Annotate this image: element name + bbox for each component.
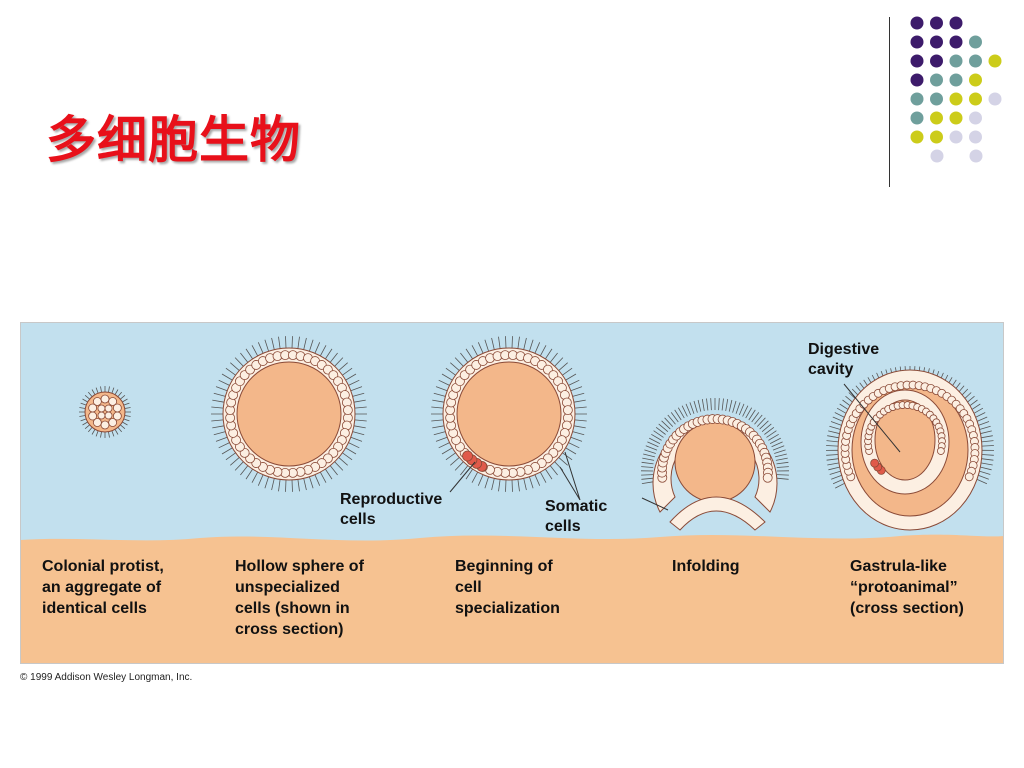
decor-dot — [910, 54, 924, 68]
decor-dot — [949, 16, 963, 30]
decor-dot — [988, 92, 1002, 106]
cilia — [79, 386, 131, 438]
figure-frame — [20, 322, 1004, 664]
cilia — [431, 336, 587, 492]
decor-dot — [910, 92, 924, 106]
cell — [108, 397, 118, 406]
decor-dot — [949, 111, 963, 125]
cell — [870, 458, 880, 468]
cell — [92, 418, 102, 427]
pointer-line — [641, 497, 669, 511]
stage-label-infolding: Infolding — [672, 558, 740, 575]
cell — [88, 403, 98, 413]
sand-ground — [20, 534, 1004, 664]
decor-dot — [930, 16, 943, 30]
decor-dot — [969, 73, 982, 87]
cilia — [640, 398, 790, 484]
decor-dot — [969, 149, 983, 163]
decor-dot — [930, 92, 943, 106]
callout-somatic-cells: Somatic cells — [545, 498, 608, 535]
decor-dot — [988, 54, 1002, 68]
cell — [112, 403, 122, 413]
decor-dot — [930, 73, 943, 87]
decor-dot — [949, 92, 963, 106]
decor-dot — [930, 149, 944, 163]
decor-dot — [949, 73, 963, 87]
decor-dot — [969, 111, 982, 125]
decor-dot — [910, 35, 924, 49]
decor-dot — [910, 130, 924, 144]
stage-label-cell-specialization: Beginning of cell specialization — [455, 558, 560, 617]
decor-dot — [949, 130, 963, 144]
decor-dot — [930, 111, 943, 125]
cilia — [211, 336, 367, 492]
cell — [92, 397, 102, 406]
cell — [964, 472, 974, 482]
decor-dot — [969, 54, 982, 68]
cell — [104, 404, 113, 413]
decor-dot — [910, 73, 924, 87]
decor-dot — [969, 130, 982, 144]
cell — [762, 472, 773, 483]
decor-dot — [949, 54, 963, 68]
decor-dot — [930, 35, 943, 49]
decor-dot — [930, 130, 943, 144]
cell — [97, 411, 106, 420]
cell — [100, 394, 110, 404]
decor-dot — [910, 111, 924, 125]
cell — [88, 411, 98, 421]
decorative-dot-grid — [910, 16, 1002, 163]
callout-reproductive-cells: Reproductive cells — [340, 491, 443, 528]
cell — [936, 447, 945, 455]
callout-digestive-cavity: Digestive cavity — [808, 341, 880, 378]
stage-label-gastrula: Gastrula-like “protoanimal” (cross secti… — [850, 558, 964, 617]
cell — [104, 411, 113, 420]
cell — [108, 418, 118, 427]
copyright-notice: © 1999 Addison Wesley Longman, Inc. — [20, 672, 193, 683]
organism-drawings — [20, 322, 1004, 664]
decor-dot — [910, 16, 924, 30]
stage-label-hollow-sphere: Hollow sphere of unspecialized cells (sh… — [235, 558, 364, 638]
sphere-interior — [236, 361, 342, 467]
pointer-line — [843, 383, 901, 453]
cell — [342, 405, 353, 416]
multicellular-evolution-figure: Colonial protist, an aggregate of identi… — [20, 322, 1004, 664]
cell — [562, 405, 573, 416]
decor-dot — [969, 35, 982, 49]
cell — [100, 420, 110, 430]
stage-label-colonial-protist: Colonial protist, an aggregate of identi… — [42, 558, 164, 617]
infolding-layer — [669, 496, 766, 531]
decor-dot — [969, 92, 982, 106]
corner-divider-line — [889, 17, 890, 187]
slide-title: 多细胞生物 — [46, 111, 301, 169]
cell — [97, 404, 106, 413]
cell — [462, 450, 473, 462]
digestive-cavity — [874, 399, 936, 481]
decor-dot — [949, 35, 963, 49]
infolding-interior — [674, 421, 756, 503]
figure-illustration — [20, 322, 1004, 664]
pointer-line — [449, 461, 476, 493]
decor-dot — [930, 54, 943, 68]
sphere-interior — [456, 361, 562, 467]
pointer-line — [559, 451, 581, 501]
